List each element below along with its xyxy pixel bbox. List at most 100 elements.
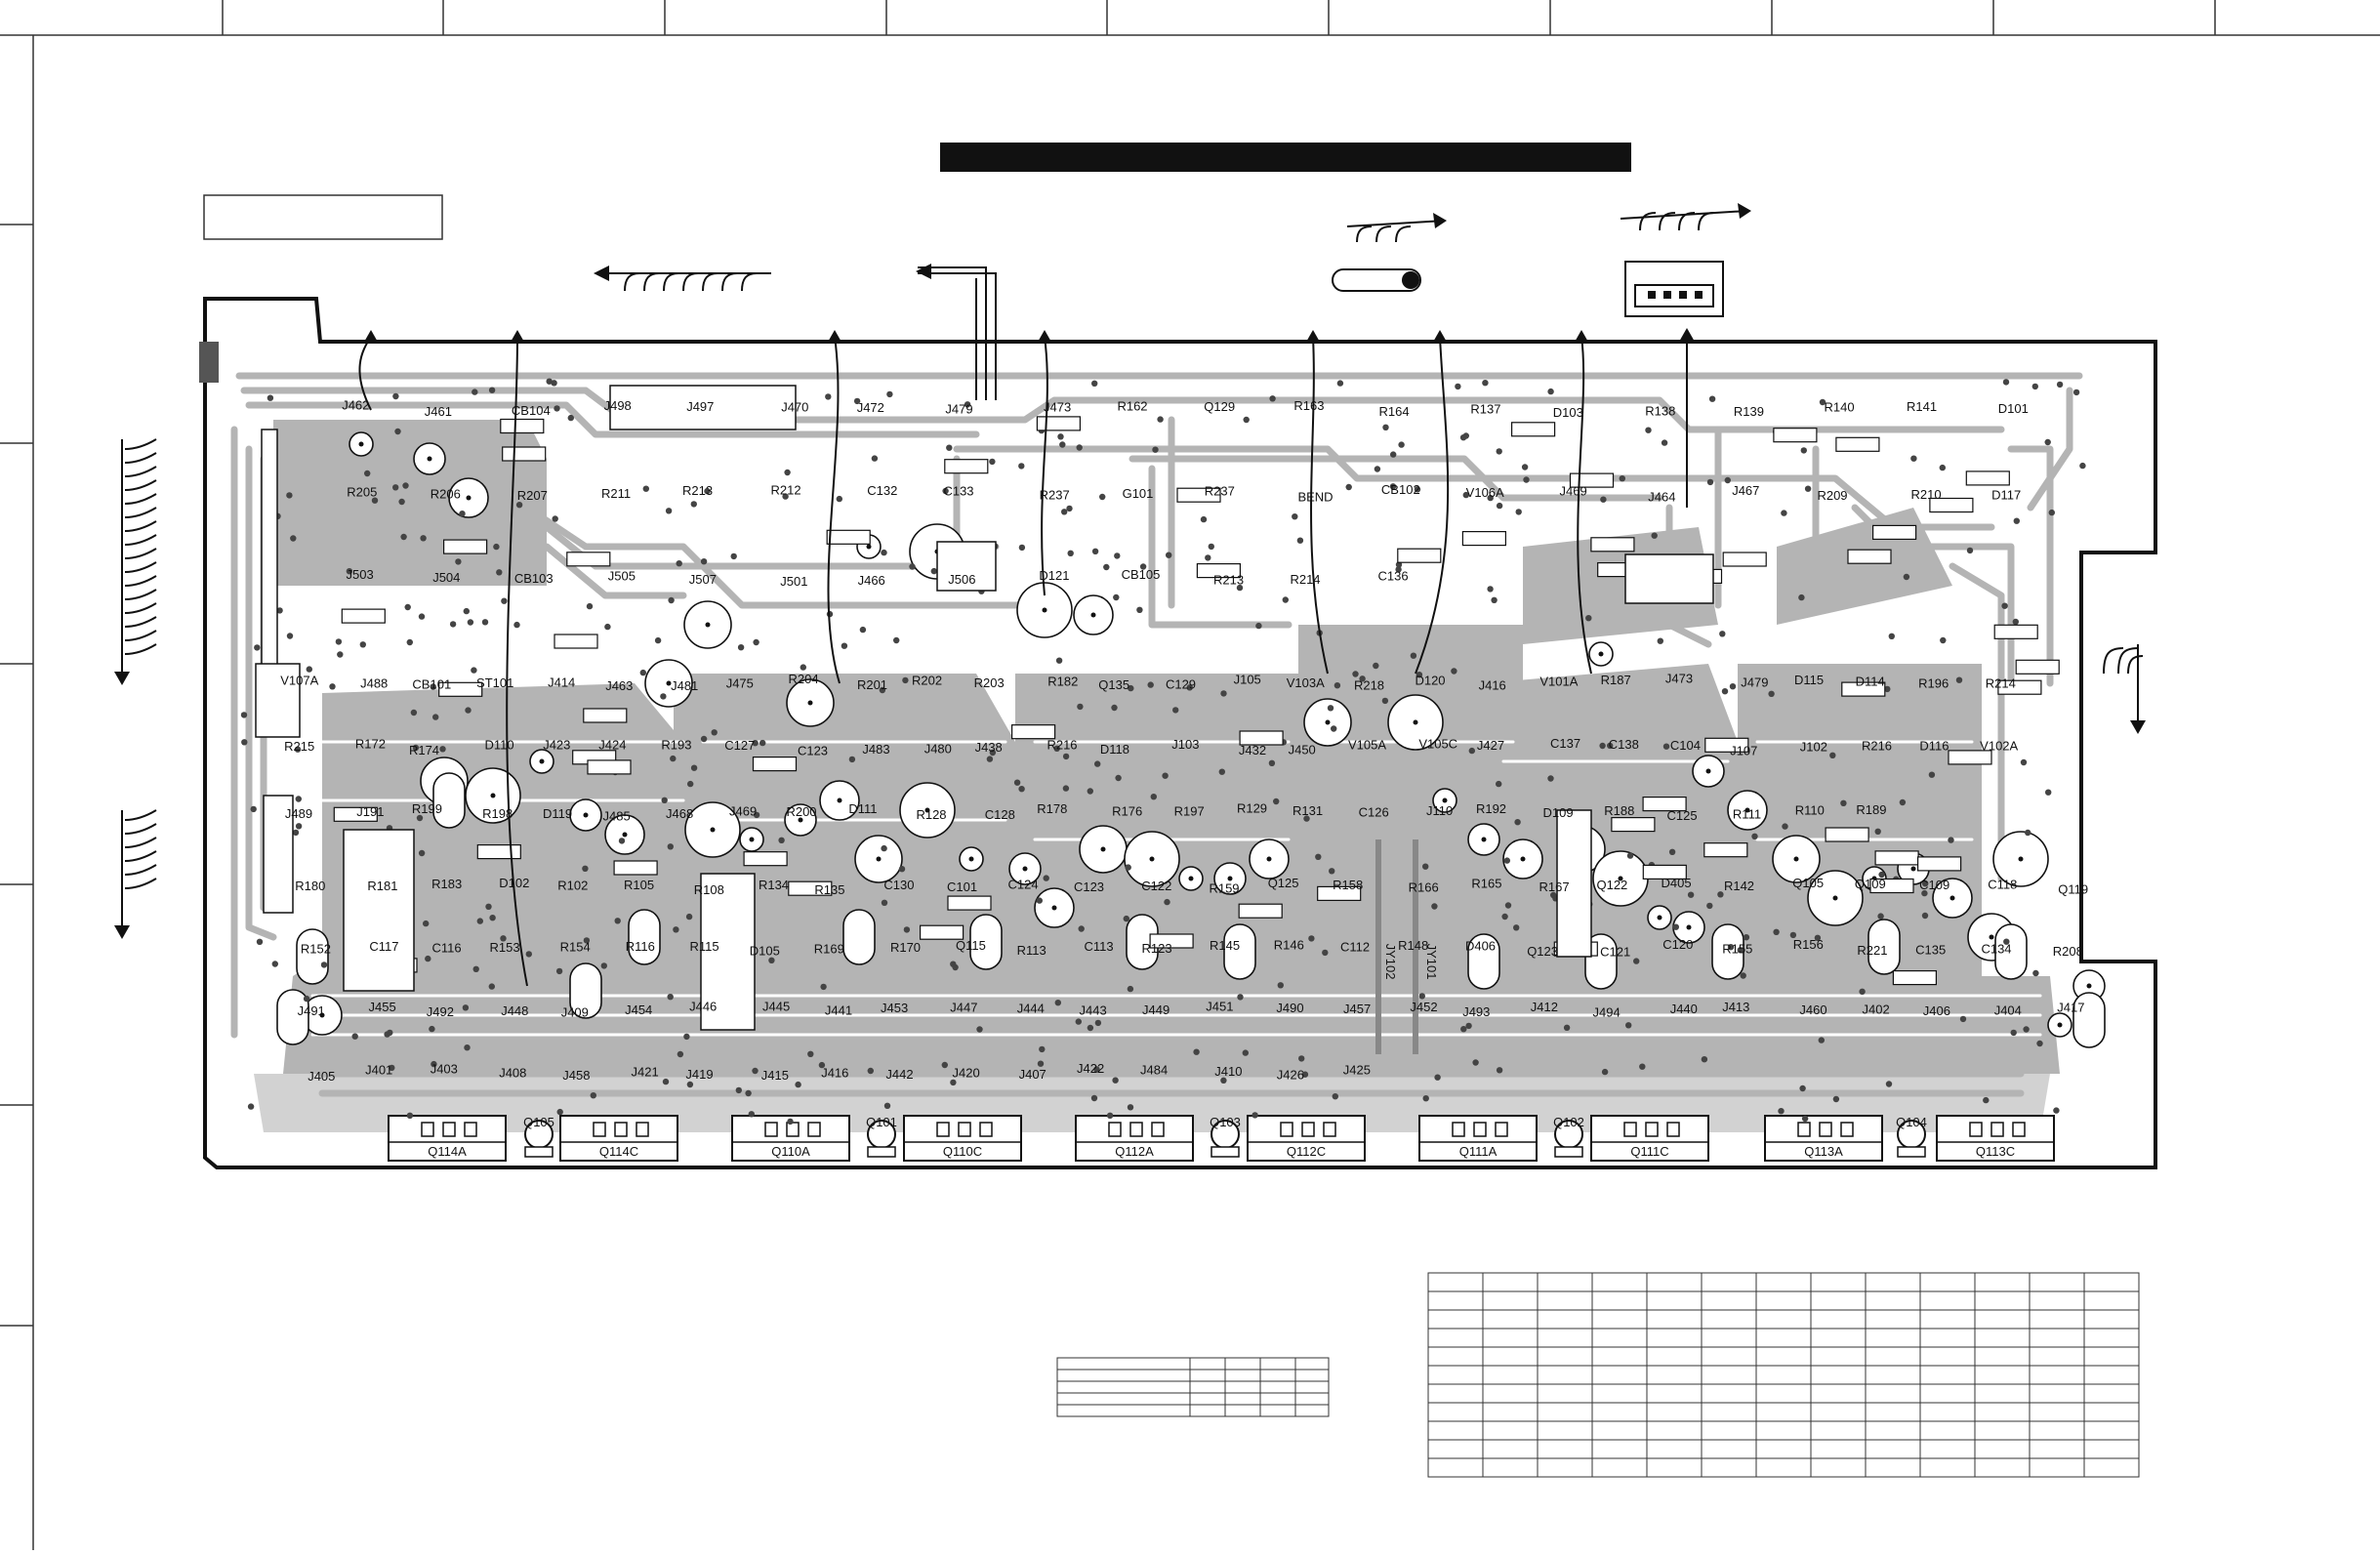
component-footprint (644, 659, 693, 708)
solder-pad (1501, 913, 1508, 921)
part-label: R180 (295, 879, 325, 893)
solder-pad (464, 1044, 471, 1051)
component-footprint (1008, 852, 1042, 885)
resistor-footprint (1703, 842, 1748, 858)
part-label: R214 (1290, 572, 1320, 587)
part-label: ST101 (476, 675, 513, 690)
solder-pad (2002, 379, 2010, 386)
solder-pad (256, 938, 264, 945)
solder-pad (1547, 388, 1554, 395)
solder-pad (642, 485, 649, 492)
solder-pad (654, 636, 662, 644)
part-label: J426 (1277, 1068, 1304, 1083)
resistor-footprint (1835, 436, 1880, 452)
solder-pad (471, 667, 477, 674)
part-label: C123 (798, 744, 828, 758)
part-label: J409 (561, 1005, 589, 1020)
resistor-footprint (438, 681, 483, 697)
part-label: J453 (881, 1001, 908, 1015)
part-label: Q135 (1098, 677, 1129, 692)
component-footprint (1073, 594, 1114, 635)
component-footprint (1992, 831, 2049, 887)
solder-pad (1922, 880, 1929, 887)
part-label: J402 (1862, 1002, 1889, 1016)
part-label: D405 (1662, 876, 1692, 890)
solder-pad (425, 955, 431, 962)
capacitor-footprint (569, 962, 602, 1019)
part-label: J425 (1343, 1062, 1371, 1077)
solder-pad (306, 666, 312, 673)
part-label: J455 (368, 1000, 395, 1014)
transistor-q113c: Q113C (1936, 1115, 2055, 1162)
part-label: V106A (1466, 485, 1504, 500)
component-footprint (1249, 839, 1290, 880)
cb103-board-block (1624, 553, 1714, 604)
part-label: J501 (780, 574, 807, 589)
solder-pad (1018, 786, 1025, 793)
part-label: J416 (1479, 677, 1506, 692)
solder-pad (1983, 1096, 1990, 1104)
solder-pad (590, 1092, 596, 1099)
solder-pad (898, 866, 906, 873)
cb104-block (609, 385, 797, 430)
resistor-footprint (1196, 562, 1242, 579)
solder-pad (859, 626, 867, 634)
part-label: CB102 (1381, 482, 1420, 497)
component-footprint (684, 801, 741, 858)
part-label: C101 (947, 880, 977, 894)
part-label: C122 (1141, 879, 1171, 893)
small-transistor-q104: Q104 (1896, 1115, 1927, 1158)
solder-pad (1600, 496, 1607, 503)
solder-pad (294, 746, 302, 753)
solder-pad (2010, 1029, 2017, 1037)
solder-pad (2001, 602, 2008, 609)
solder-pad (853, 397, 861, 405)
solder-pad (455, 558, 462, 565)
solder-pad (1521, 464, 1529, 471)
resistor-footprint (1993, 624, 2038, 639)
solder-pad (1329, 868, 1335, 875)
solder-pad (1067, 550, 1074, 556)
component-footprints (240, 378, 2106, 1125)
part-label: C125 (1667, 808, 1698, 823)
solder-pad (1303, 815, 1310, 822)
solder-pad (1018, 544, 1026, 552)
solder-pad (2032, 969, 2039, 977)
part-label: R166 (1409, 880, 1439, 895)
transistor-q114a: Q114A (388, 1115, 507, 1162)
solder-pad (752, 740, 759, 747)
resistor-footprint (1965, 471, 2010, 486)
component-footprint (899, 782, 956, 839)
solder-pad (423, 920, 430, 927)
part-label: J463 (605, 678, 633, 693)
part-label: J443 (1079, 1003, 1106, 1017)
component-footprint (784, 803, 817, 837)
solder-pad (1818, 1037, 1826, 1043)
solder-pad (946, 444, 953, 451)
solder-pad (463, 607, 470, 615)
solder-pad (1090, 1094, 1098, 1102)
part-label: J470 (781, 400, 808, 415)
part-label: J413 (1722, 1000, 1749, 1014)
part-label: R188 (1604, 803, 1634, 818)
solder-pad (364, 470, 371, 477)
solder-pad (2072, 389, 2080, 396)
heatsink-block (1556, 809, 1592, 958)
solder-pad (1661, 439, 1668, 446)
resistor-footprint (1722, 552, 1767, 567)
part-label: R197 (1174, 804, 1205, 819)
component-footprint (1807, 870, 1864, 926)
solder-pad (1410, 652, 1417, 659)
part-label: C117 (369, 939, 398, 954)
left-bundle-ticks (124, 438, 157, 889)
solder-pad (1062, 753, 1070, 760)
component-footprint (349, 431, 374, 457)
solder-pad (871, 455, 879, 462)
part-label: J103 (1171, 737, 1199, 752)
arrow-heads (114, 203, 2146, 939)
st101-connector (255, 663, 301, 738)
part-label: R221 (1857, 943, 1887, 958)
part-label: J483 (862, 742, 889, 757)
heatsink-block (343, 829, 415, 992)
solder-pad (240, 712, 248, 718)
